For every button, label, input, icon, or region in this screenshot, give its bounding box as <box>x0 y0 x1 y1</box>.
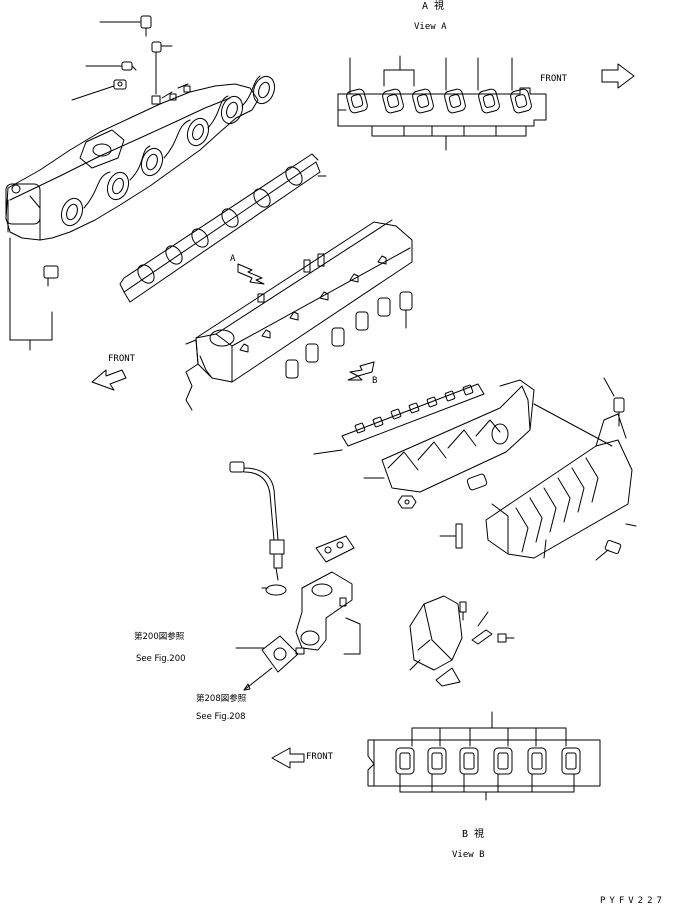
front-arrow-main <box>92 370 126 390</box>
arrow-a-label: A <box>230 254 236 264</box>
cylinder-head <box>186 220 412 410</box>
ref-fig200-jp: 第200図参照 <box>134 632 185 642</box>
view-a-label: View A <box>414 22 447 32</box>
ref-fig200-en: See Fig.200 <box>136 654 186 664</box>
drawing-code: PYFV227 <box>600 896 666 906</box>
view-b-diagram <box>272 712 600 800</box>
view-a-front-label: FRONT <box>540 74 568 84</box>
view-markers <box>238 264 374 380</box>
exhaust-manifold-assembly <box>6 16 278 350</box>
exhaust-gasket-upper <box>120 154 326 302</box>
ref-fig208-en: See Fig.208 <box>196 712 246 722</box>
view-a-kanji: A 視 <box>422 1 445 12</box>
arrow-b-label: B <box>372 376 378 386</box>
view-b-kanji: B 視 <box>462 829 485 840</box>
view-a-diagram <box>338 56 634 150</box>
intake-manifold-assembly <box>314 378 636 560</box>
ref-fig208-jp: 第208図参照 <box>196 694 247 704</box>
main-front-label: FRONT <box>108 354 136 364</box>
view-b-front-label: FRONT <box>306 752 334 762</box>
view-b-label: View B <box>452 850 485 860</box>
heat-shield <box>410 596 514 686</box>
sensor-and-elbow <box>230 462 360 690</box>
